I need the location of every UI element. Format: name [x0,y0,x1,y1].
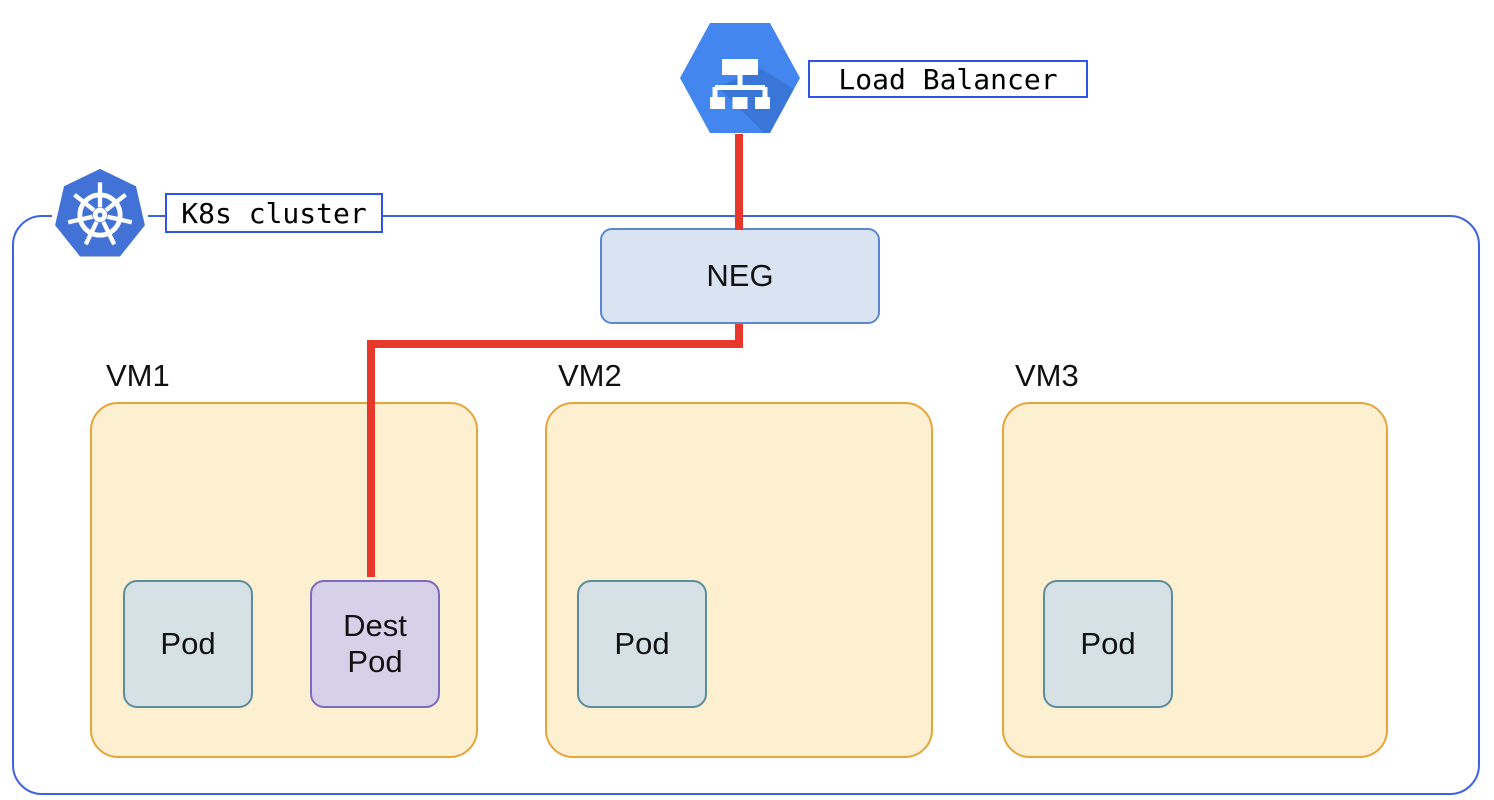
vm3-pod: Pod [1043,580,1173,708]
helm-spokes [67,182,133,246]
load-balancer-icon [680,23,800,133]
neg-node: NEG [600,228,880,324]
vm2-label: VM2 [558,358,622,393]
k8s-cluster-label: K8s cluster [165,193,383,233]
vm3-label: VM3 [1015,358,1079,393]
vm2-box: Pod [545,402,933,758]
load-balancer-label: Load Balancer [808,60,1088,98]
k8s-cluster-boundary [12,215,1480,795]
vm1-box: Pod Dest Pod [90,402,478,758]
vm2-pod: Pod [577,580,707,708]
vm1-label: VM1 [106,358,170,393]
kubernetes-icon [52,167,148,263]
network-tree-glyph [710,59,770,109]
vm3-box: Pod [1002,402,1388,758]
vm1-pod: Pod [123,580,253,708]
vm1-dest-pod: Dest Pod [310,580,440,708]
